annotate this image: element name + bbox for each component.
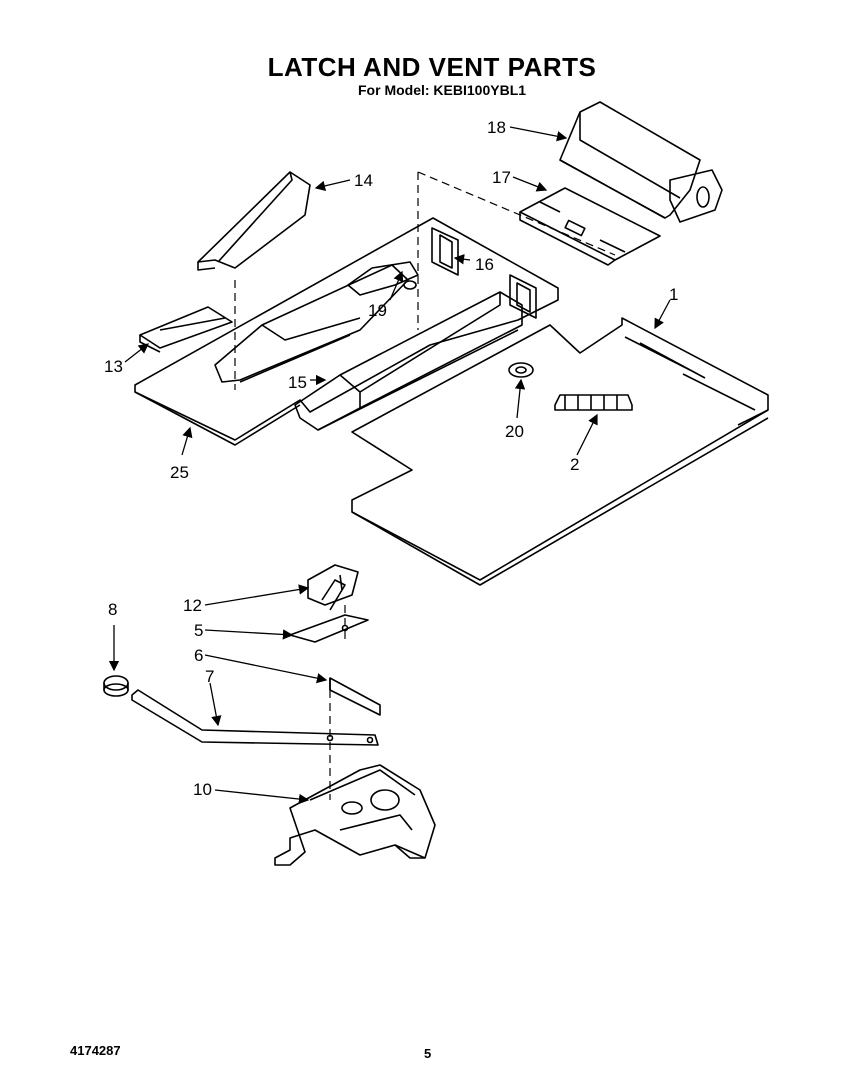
switch-plate <box>289 614 369 643</box>
callout-17: 17 <box>492 168 511 187</box>
callout-2: 2 <box>570 455 579 474</box>
callout-13: 13 <box>104 357 123 376</box>
callout-19: 19 <box>368 301 387 320</box>
callout-16: 16 <box>475 255 494 274</box>
callout-15: 15 <box>288 373 307 392</box>
latch-knob <box>103 675 129 697</box>
model-subtitle: For Model: KEBI100YBL1 <box>358 82 527 98</box>
left-panel <box>134 217 559 446</box>
callout-leaders <box>108 126 671 805</box>
latch-switch <box>307 564 359 611</box>
vent-tab <box>139 306 233 353</box>
terminal-block <box>554 394 633 411</box>
fan-plate <box>519 187 661 266</box>
left-duct <box>214 264 409 383</box>
callout-8: 8 <box>108 600 117 619</box>
callout-5: 5 <box>194 621 203 640</box>
callout-14: 14 <box>354 171 373 190</box>
duct-channel <box>294 291 523 431</box>
latch-assembly <box>274 764 436 866</box>
duct-cover <box>197 171 311 271</box>
callout-25: 25 <box>170 463 189 482</box>
clip-part <box>347 261 419 296</box>
callout-7: 7 <box>205 667 214 686</box>
document-number: 4174287 <box>70 1043 121 1058</box>
callout-1: 1 <box>669 285 678 304</box>
latch-bracket <box>329 677 381 716</box>
callout-labels: 18 17 14 16 19 15 13 25 1 20 2 12 5 6 7 … <box>104 118 678 799</box>
callout-20: 20 <box>505 422 524 441</box>
assembly-lines <box>234 171 616 800</box>
callout-10: 10 <box>193 780 212 799</box>
page-title: LATCH AND VENT PARTS <box>267 52 597 82</box>
grommet <box>508 362 534 378</box>
fan-blower <box>559 101 723 223</box>
callout-18: 18 <box>487 118 506 137</box>
callout-6: 6 <box>194 646 203 665</box>
page-number: 5 <box>424 1046 432 1061</box>
latch-rod <box>131 689 379 746</box>
callout-12: 12 <box>183 596 202 615</box>
main-top-panel <box>351 317 769 586</box>
bracket-parts <box>431 227 537 319</box>
